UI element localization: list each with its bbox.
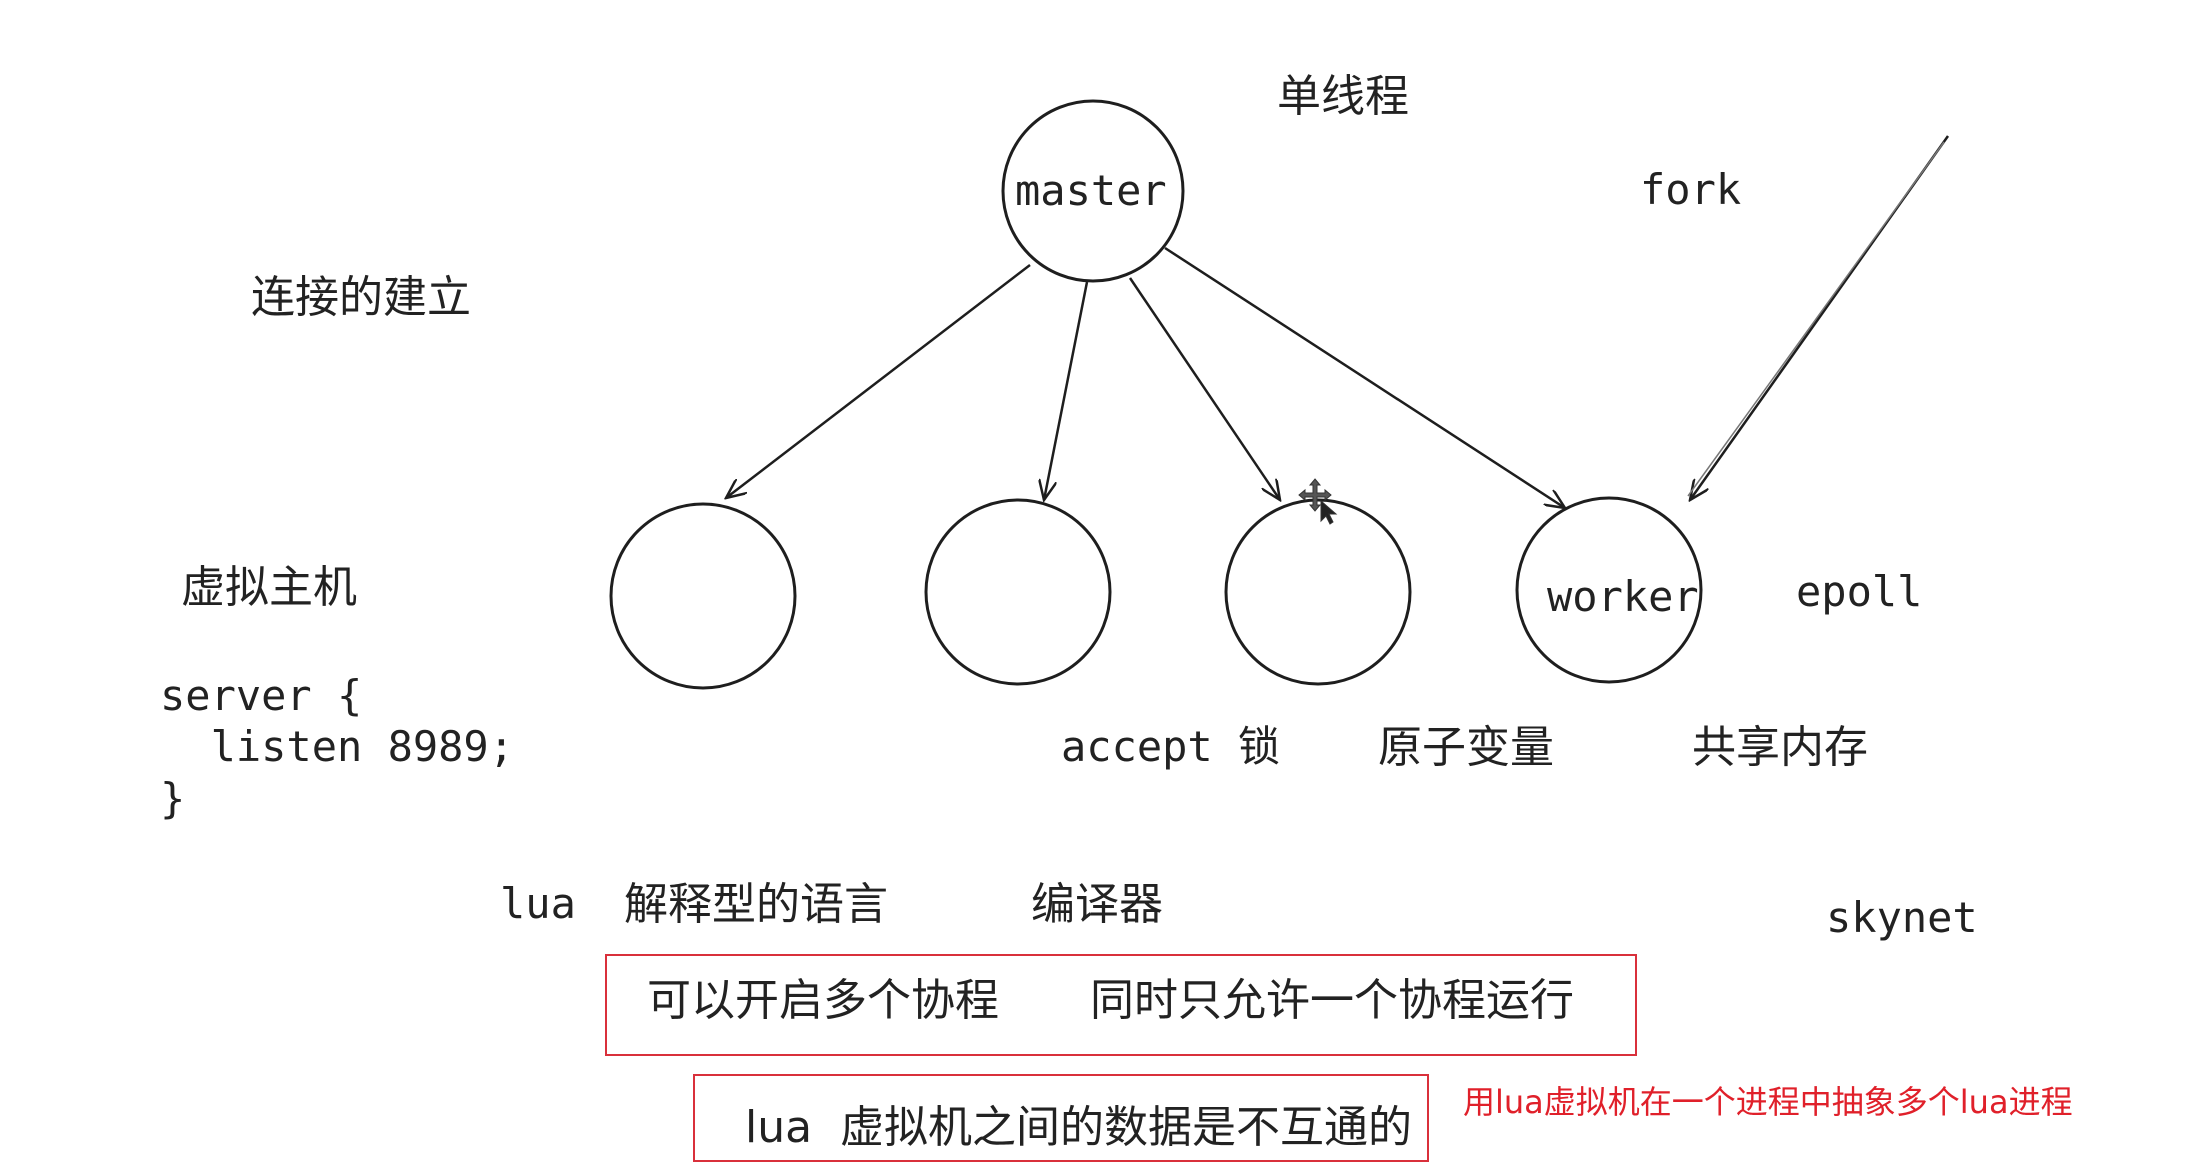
arrow-master-to-worker-4 bbox=[1164, 246, 1565, 508]
code-line-3: } bbox=[160, 774, 186, 823]
lua-vm-box bbox=[693, 1074, 1429, 1162]
move-cursor-icon bbox=[1298, 478, 1338, 525]
single-thread-label: 单线程 bbox=[1277, 71, 1409, 122]
virtual-host-label: 虚拟主机 bbox=[181, 562, 357, 613]
atomic-variable-label: 原子变量 bbox=[1378, 722, 1554, 773]
coroutines-many-text: 可以开启多个协程 bbox=[647, 975, 999, 1026]
worker-label: worker bbox=[1547, 572, 1699, 621]
coroutine-box bbox=[605, 954, 1637, 1056]
worker-node-3 bbox=[1224, 498, 1412, 686]
connection-setup-label: 连接的建立 bbox=[251, 272, 471, 323]
compiler-label: 编译器 bbox=[1031, 879, 1163, 930]
skynet-label: skynet bbox=[1826, 893, 1978, 942]
arrow-master-to-worker-1 bbox=[726, 264, 1031, 498]
arrow-master-to-worker-3 bbox=[1128, 277, 1280, 500]
arrow-master-to-worker-2 bbox=[1044, 281, 1089, 500]
coroutines-single-run-text: 同时只允许一个协程运行 bbox=[1090, 975, 1574, 1026]
worker-node-1 bbox=[609, 502, 797, 690]
arrow-incoming-shadow bbox=[1687, 141, 1945, 497]
interpreted-language-label: 解释型的语言 bbox=[624, 879, 888, 930]
fork-label: fork bbox=[1640, 165, 1742, 214]
accept-lock-label: accept 锁 bbox=[1061, 722, 1281, 771]
code-line-1: server { bbox=[160, 671, 363, 720]
epoll-label: epoll bbox=[1796, 567, 1923, 616]
worker-node-2 bbox=[924, 498, 1112, 686]
code-line-2: listen 8989; bbox=[160, 722, 515, 771]
lua-label: lua bbox=[500, 879, 576, 928]
worker-node-4 bbox=[1515, 496, 1703, 684]
lua-vm-text: lua 虚拟机之间的数据是不互通的 bbox=[745, 1102, 1413, 1153]
master-node bbox=[1001, 99, 1185, 283]
shared-memory-label: 共享内存 bbox=[1692, 722, 1868, 773]
master-label: master bbox=[1015, 166, 1167, 215]
red-annotation: 用lua虚拟机在一个进程中抽象多个lua进程 bbox=[1463, 1083, 2073, 1121]
